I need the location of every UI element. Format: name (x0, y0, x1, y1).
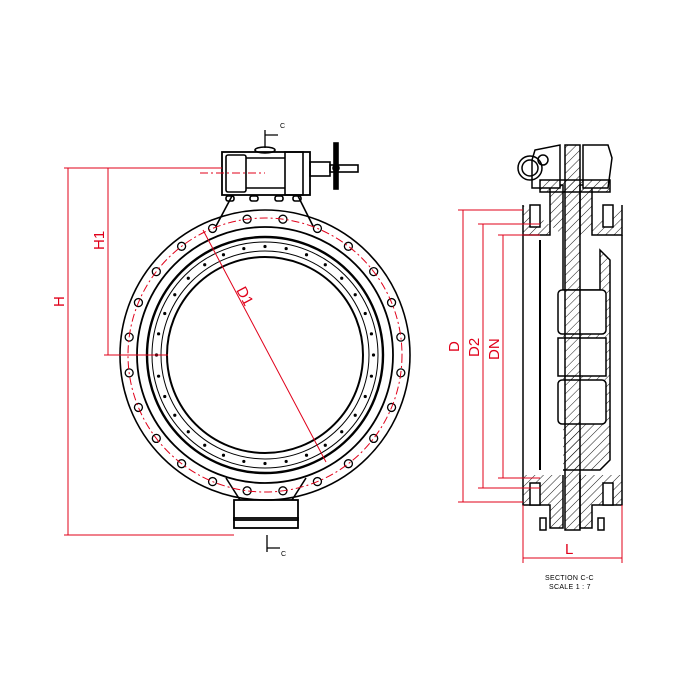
retaining-screws (154, 244, 376, 466)
section-marker-top (264, 130, 278, 148)
section-dimensions (458, 209, 623, 563)
stem (564, 144, 581, 531)
section-view (517, 144, 623, 531)
retaining-screw (163, 311, 167, 316)
dim-label-l: L (565, 541, 573, 558)
retaining-screw (263, 461, 267, 466)
retaining-screw (363, 394, 367, 399)
gear-housing-left (531, 144, 561, 189)
retaining-screw (353, 293, 357, 297)
retaining-screw (353, 413, 357, 417)
dim-label-dn: DN (486, 338, 503, 360)
front-view (119, 130, 411, 552)
retaining-screw (369, 374, 374, 378)
seat-ring-outer (145, 235, 385, 475)
raised-face (136, 226, 394, 484)
dim-label-d1: D1 (232, 284, 256, 309)
bolt-circle-line (127, 217, 403, 493)
retaining-screw (242, 459, 246, 464)
dim-label-d2: D2 (466, 338, 483, 357)
bore (166, 256, 364, 454)
section-marker-bottom-label: C (281, 551, 286, 558)
retaining-screw (304, 253, 309, 257)
dim-label-h: H (51, 296, 68, 307)
dim-line-d1 (202, 229, 327, 463)
retaining-screw (323, 263, 327, 267)
section-scale: SCALE 1 : 7 (549, 584, 591, 591)
retaining-screw (284, 459, 288, 464)
section-marker-top-label: C (280, 123, 285, 130)
retaining-screw (156, 332, 161, 336)
bolt-hole (133, 402, 144, 413)
retaining-screw (263, 244, 267, 249)
gearbox (221, 142, 359, 202)
bolt-hole (396, 332, 406, 342)
retaining-screw (173, 413, 177, 417)
retaining-screw (221, 253, 226, 257)
retaining-screw (173, 293, 177, 297)
retaining-screw (221, 453, 226, 457)
retaining-ring (160, 250, 370, 460)
retaining-screw (340, 276, 344, 280)
bottom-cover (233, 499, 299, 529)
retaining-screw (203, 443, 207, 447)
retaining-screw (363, 311, 367, 316)
retaining-screw (323, 443, 327, 447)
retaining-screw (163, 394, 167, 399)
retaining-screw (186, 276, 190, 280)
dim-label-h1: H1 (91, 231, 108, 250)
retaining-screw (186, 430, 190, 434)
retaining-screw (369, 332, 374, 336)
retaining-screw (371, 353, 376, 357)
retaining-screw (242, 246, 246, 251)
bolt-hole (207, 223, 218, 234)
retaining-screw (340, 430, 344, 434)
section-caption: SECTION C-C (545, 575, 594, 582)
retaining-screw (284, 246, 288, 251)
retaining-screw (304, 453, 309, 457)
bolt-hole (369, 433, 379, 444)
section-marker-bottom (266, 535, 280, 552)
bolt-hole (343, 459, 354, 469)
retaining-screw (203, 263, 207, 267)
seat-ring (151, 241, 379, 469)
retaining-screw (156, 374, 161, 378)
front-dimensions (64, 167, 403, 536)
dim-label-d: D (446, 341, 463, 352)
